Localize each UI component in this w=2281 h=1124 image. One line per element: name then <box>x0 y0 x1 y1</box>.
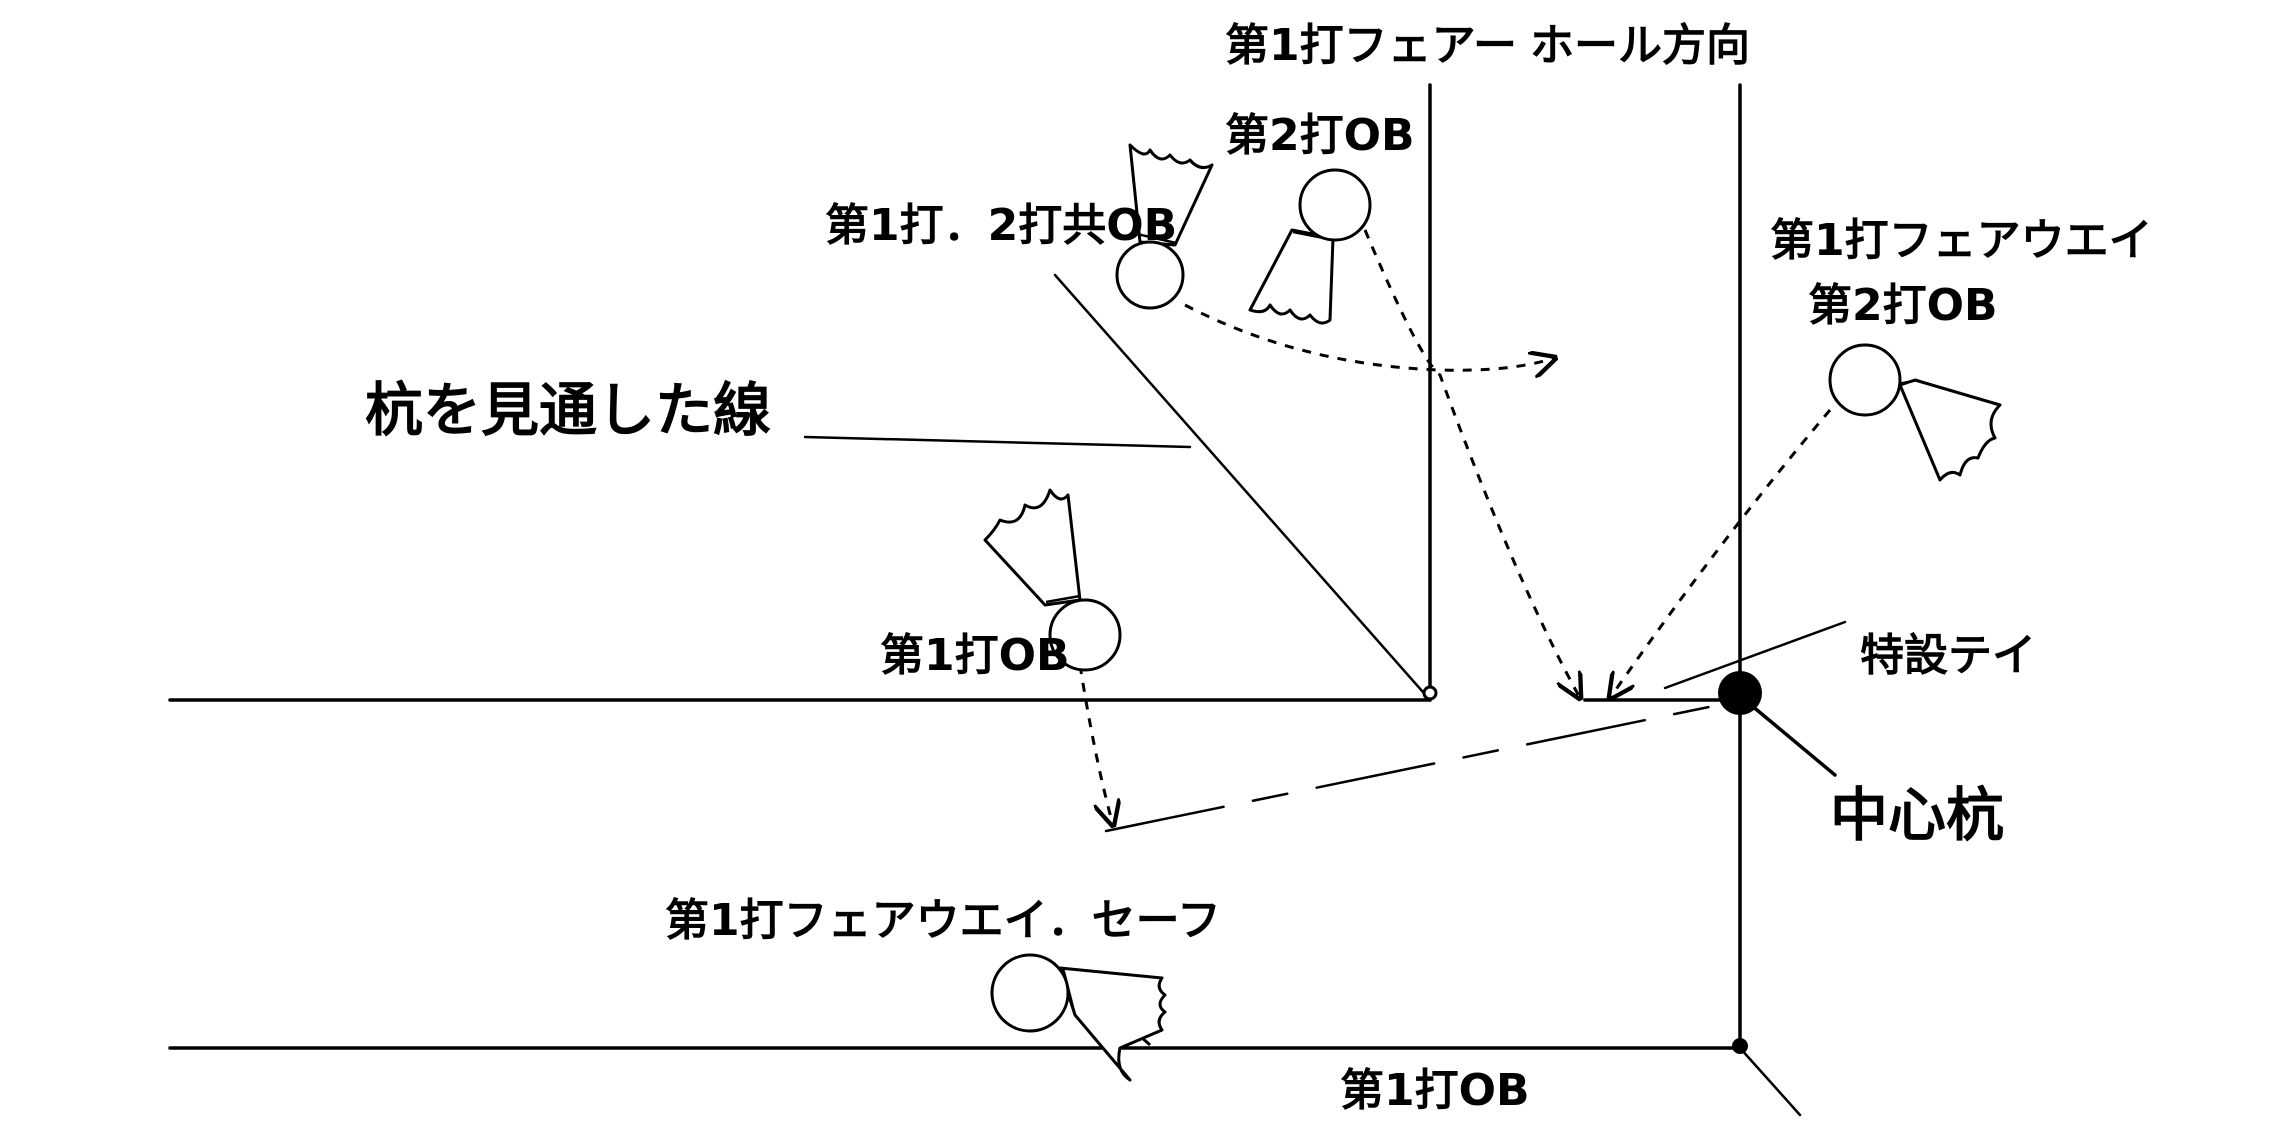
label-special-tee: 特設テイ <box>1860 630 2036 681</box>
shuttlecock-icon-fairway-second-ob <box>1828 343 2002 482</box>
label-sight-line: 杭を見通した線 <box>365 376 771 444</box>
shuttlecock-icon-both-ob <box>1115 143 1214 310</box>
shuttlecock-icon-first-ob <box>983 488 1122 672</box>
label-center-stake: 中心杭 <box>1830 781 2004 849</box>
corner-stake <box>1422 685 1438 701</box>
label-ob-second-right: 第2打OB <box>1808 280 1998 331</box>
shuttlecock-icon-fairway-safe <box>990 953 1167 1082</box>
sight-line-pointer <box>803 435 1192 449</box>
label-fairway-first-right: 第1打フェアウエイ <box>1770 215 2153 266</box>
shuttlecock-icon-second-ob <box>1248 168 1372 325</box>
trajectory-fairway-second-ob <box>1610 409 1832 698</box>
trajectory-first-ob <box>1078 664 1113 825</box>
label-ob-first-left: 第1打OB <box>880 630 1070 681</box>
label-fairway-safe: 第1打フェアウエイ．セーフ <box>665 895 1221 946</box>
trajectory-second-ob <box>1363 229 1580 698</box>
trajectory-both-ob <box>1184 303 1555 370</box>
label-both-ob: 第1打．2打共OB <box>825 200 1177 251</box>
label-hole-direction: ホール方向 <box>1530 20 1750 71</box>
special-tee-pointer <box>1663 620 1847 690</box>
center-stake-pointer <box>1743 698 1837 777</box>
sight-line-extension <box>1104 699 1740 833</box>
label-fair-first-top: 第1打フェアー <box>1225 20 1517 71</box>
label-ob-first-bottom: 第1打OB <box>1340 1065 1530 1116</box>
bottom-right-diagonal <box>1738 1046 1802 1117</box>
bottom-corner-stake <box>1732 1038 1748 1054</box>
label-ob-second-top: 第2打OB <box>1225 110 1415 161</box>
diagonal-corner-line <box>1053 273 1432 702</box>
